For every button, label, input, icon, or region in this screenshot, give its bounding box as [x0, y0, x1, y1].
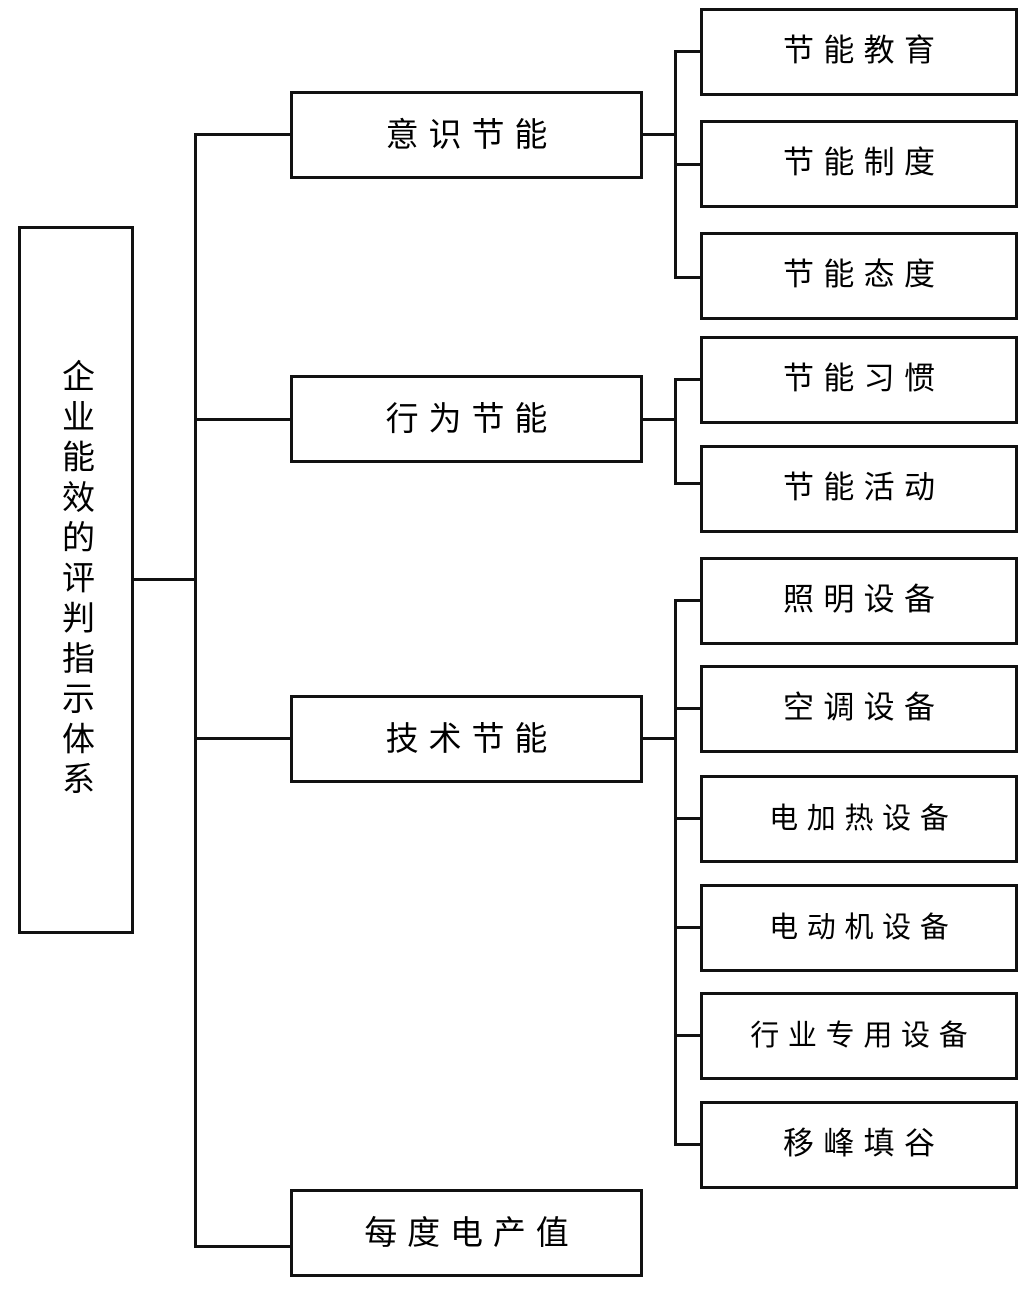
root-node[interactable]: 企业能效的评判指示体系	[18, 226, 134, 934]
node-label: 节能制度	[783, 145, 945, 182]
connector-trunk-to-l2-1	[194, 418, 292, 421]
node-label: 节能活动	[783, 470, 945, 507]
connector-trunk-to-l2-3	[194, 1245, 292, 1248]
connector-bus2-to-leaf-6	[674, 707, 702, 710]
connector-bus0-to-leaf-2	[674, 276, 702, 279]
leaf-energy-saving-system[interactable]: 节能制度	[700, 120, 1018, 208]
leaf-energy-saving-attitude[interactable]: 节能态度	[700, 232, 1018, 320]
node-label: 照明设备	[783, 582, 945, 619]
leaf-peak-shaving-valley-filling[interactable]: 移峰填谷	[700, 1101, 1018, 1189]
connector-trunk-to-l2-0	[194, 133, 292, 136]
node-label: 节能态度	[783, 257, 945, 294]
node-label: 每度电产值	[364, 1213, 579, 1253]
connector-bus0-to-leaf-0	[674, 50, 702, 53]
node-output-per-kwh[interactable]: 每度电产值	[290, 1189, 643, 1277]
leaf-industry-specific-equipment[interactable]: 行业专用设备	[700, 992, 1018, 1080]
connector-bus2-to-leaf-7	[674, 817, 702, 820]
leaf-energy-saving-education[interactable]: 节能教育	[700, 8, 1018, 96]
connector-bus2-to-leaf-10	[674, 1143, 702, 1146]
connector-l2-1-out	[641, 418, 677, 421]
connector-main-trunk	[194, 135, 197, 1248]
node-label: 电加热设备	[769, 801, 958, 836]
connector-bus1-to-leaf-4	[674, 482, 714, 485]
leaf-lighting-equipment[interactable]: 照明设备	[700, 557, 1018, 645]
node-label: 空调设备	[783, 690, 945, 727]
connector-bus-group-2	[674, 599, 677, 1146]
node-awareness-energy-saving[interactable]: 意识节能	[290, 91, 643, 179]
node-label: 节能教育	[783, 33, 945, 70]
node-label: 技术节能	[385, 719, 558, 759]
leaf-energy-saving-habit[interactable]: 节能习惯	[700, 336, 1018, 424]
node-behavior-energy-saving[interactable]: 行为节能	[290, 375, 643, 463]
node-label: 行业专用设备	[750, 1018, 977, 1053]
node-technical-energy-saving[interactable]: 技术节能	[290, 695, 643, 783]
connector-l2-0-out	[641, 133, 677, 136]
connector-root-stub	[133, 578, 197, 581]
connector-bus2-to-leaf-9	[674, 1034, 702, 1037]
connector-bus2-to-leaf-8	[674, 926, 702, 929]
connector-bus-group-1	[674, 378, 677, 485]
connector-bus0-to-leaf-1	[674, 163, 702, 166]
node-label: 行为节能	[385, 399, 558, 439]
connector-bus1-to-leaf-3	[674, 378, 702, 381]
leaf-motor-equipment[interactable]: 电动机设备	[700, 884, 1018, 972]
root-node-label: 企业能效的评判指示体系	[56, 358, 96, 802]
leaf-energy-saving-activity[interactable]: 节能活动	[700, 445, 1018, 533]
connector-trunk-to-l2-2	[194, 737, 292, 740]
node-label: 意识节能	[385, 115, 558, 155]
connector-bus2-to-leaf-5	[674, 599, 702, 602]
node-label: 电动机设备	[769, 910, 958, 945]
leaf-air-conditioning-equipment[interactable]: 空调设备	[700, 665, 1018, 753]
leaf-electric-heating-equipment[interactable]: 电加热设备	[700, 775, 1018, 863]
node-label: 移峰填谷	[783, 1126, 945, 1163]
connector-l2-2-out	[641, 737, 677, 740]
node-label: 节能习惯	[783, 361, 945, 398]
